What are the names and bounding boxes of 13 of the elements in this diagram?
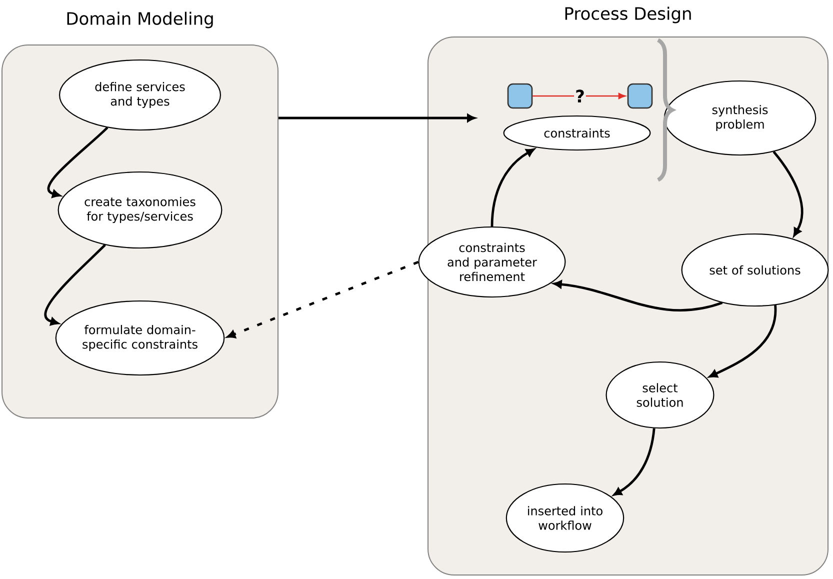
arrow — [490, 148, 534, 226]
panel-title: Domain Modeling — [67, 12, 213, 28]
edge-label: ? — [574, 88, 586, 104]
arrow — [47, 126, 108, 198]
arrow — [227, 260, 419, 338]
arrow — [613, 428, 656, 496]
arrow — [772, 150, 804, 236]
arrow — [554, 280, 723, 312]
arrow — [532, 92, 626, 100]
arrow — [44, 244, 106, 326]
arrow — [278, 114, 476, 122]
panel-title: Process Design — [565, 6, 691, 24]
arrow — [709, 305, 777, 378]
